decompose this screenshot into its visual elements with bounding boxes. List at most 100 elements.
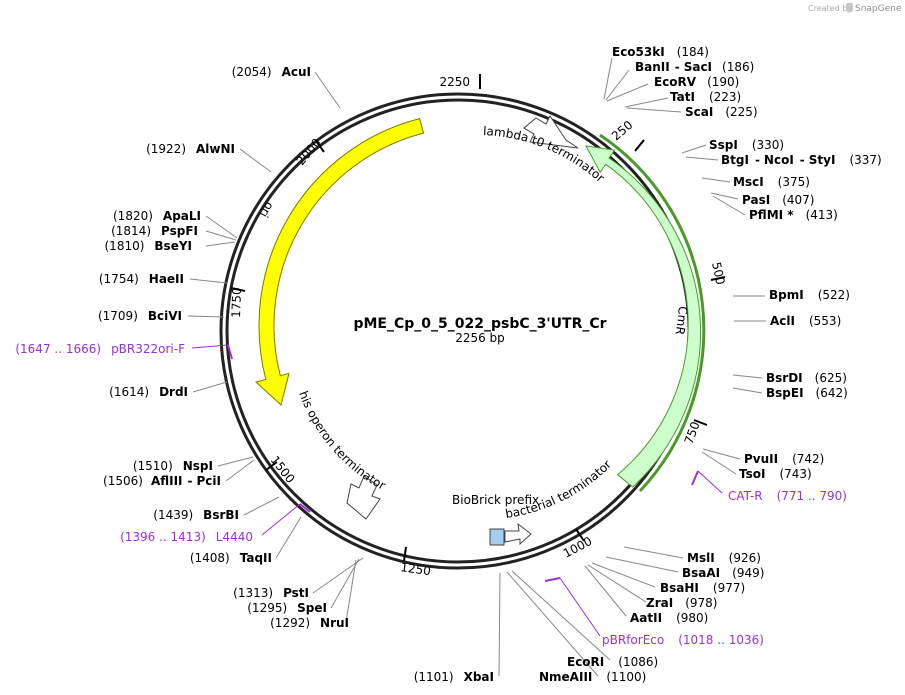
site-label[interactable]: SspI(330) (709, 138, 784, 152)
site-label[interactable]: PvuII(742) (744, 452, 824, 466)
site-label[interactable]: (1295)SpeI (247, 601, 327, 615)
site-label[interactable]: BsaHI(977) (660, 581, 745, 595)
site-label[interactable]: MscI(375) (733, 175, 810, 189)
site-label[interactable]: (1820)ApaLI (113, 209, 201, 223)
site-label[interactable]: PasI(407) (742, 193, 814, 207)
site-label[interactable]: (1506)AflIII-PciI (103, 474, 221, 488)
site-label[interactable]: (1754)HaeII (99, 272, 184, 286)
site-label[interactable]: BsaAI(949) (682, 566, 764, 580)
primer-connector (191, 344, 229, 349)
site-label[interactable]: BanII-SacI(186) (635, 60, 754, 74)
tick-mark (693, 419, 708, 426)
site-label[interactable]: (1510)NspI (133, 459, 213, 473)
primer-marker-l4440 (299, 503, 311, 513)
site-label[interactable]: NmeAIII(1100) (539, 670, 646, 684)
site-label[interactable]: (1292)NruI (270, 616, 349, 630)
site-label[interactable]: AclI(553) (770, 314, 841, 328)
site-connector (205, 215, 238, 239)
site-connector (345, 559, 357, 623)
site-label[interactable]: ScaI(225) (685, 105, 758, 119)
site-label[interactable]: (1101)XbaI (414, 670, 494, 684)
site-connector (624, 97, 669, 108)
site-connector (192, 381, 228, 393)
bacterial-terminator-arrow[interactable] (504, 522, 532, 546)
site-connector (189, 278, 228, 284)
site-connector (605, 556, 679, 573)
tick-marks (230, 74, 726, 562)
lambda-t0-terminator-arrow[interactable] (523, 115, 579, 149)
credit-prefix: Created by (808, 4, 852, 13)
tick-mark (403, 546, 407, 562)
biobrick-prefix-box[interactable] (489, 528, 505, 546)
site-label[interactable]: (1408)TaqII (190, 551, 272, 565)
primer-labels: (1647 .. 1666)pBR322ori-F CAT-R(771 .. 7… (15, 342, 847, 647)
site-connector (681, 144, 707, 154)
site-connector (330, 558, 360, 609)
biobrick-prefix-label: BioBrick prefix (452, 493, 539, 507)
site-label[interactable]: (1810)BseYI (105, 239, 193, 253)
site-label[interactable]: Eco53kI(184) (612, 45, 709, 59)
site-label[interactable]: EcoRI(1086) (567, 655, 658, 669)
snapgene-logo-icon (846, 3, 853, 12)
primer-marker-pbrforeco (544, 577, 561, 582)
tick-mark (265, 461, 278, 471)
site-label[interactable]: AatII(980) (630, 611, 708, 625)
tick-mark (575, 528, 585, 542)
primer-connector (261, 503, 301, 536)
site-label[interactable]: ZraI(978) (646, 596, 717, 610)
primer-label[interactable]: pBRforEco(1018 .. 1036) (602, 633, 764, 647)
tick-label: 2250 (439, 75, 470, 89)
site-label[interactable]: (1922)AlwNI (146, 142, 235, 156)
site-labels-right: Eco53kI(184) BanII-SacI(186) EcoRV(190) … (539, 45, 882, 684)
site-connector (511, 570, 611, 661)
site-connector (275, 516, 302, 559)
site-label[interactable]: EcoRV(190) (654, 75, 739, 89)
site-label[interactable]: (1439)BsrBI (153, 508, 239, 522)
cmr-feature-arrow[interactable] (585, 145, 702, 488)
site-label[interactable]: BsrDI(625) (766, 371, 847, 385)
cmr-outline-arc (599, 133, 706, 493)
his-operon-terminator-arrow[interactable] (346, 475, 381, 520)
tick-label: 500 (709, 261, 727, 286)
site-connector-lines (187, 57, 766, 677)
site-connector (587, 564, 647, 603)
site-connector (584, 565, 627, 617)
site-label[interactable]: PflMI *(413) (749, 208, 838, 222)
plasmid-size: 2256 bp (455, 331, 505, 345)
tick-mark (710, 276, 726, 281)
site-label[interactable]: (2054)AcuI (232, 65, 311, 79)
site-connector (701, 177, 731, 183)
primer-connector (697, 470, 723, 494)
ori-feature-arrow[interactable] (254, 117, 425, 406)
site-connector (506, 571, 599, 677)
site-connector (243, 496, 280, 516)
primer-label[interactable]: CAT-R(771 .. 790) (728, 489, 847, 503)
site-label[interactable]: MslI(926) (687, 551, 761, 565)
primer-label[interactable]: (1396 .. 1413)L4440 (120, 530, 253, 544)
site-connector (312, 557, 364, 594)
site-connector (732, 387, 763, 394)
site-connector (702, 448, 741, 460)
site-label[interactable]: TatI(223) (670, 90, 741, 104)
site-connector (239, 148, 272, 173)
site-connector (701, 451, 737, 475)
site-label[interactable]: (1313)PstI (233, 586, 309, 600)
primer-marker-cat-r (691, 470, 699, 486)
site-label[interactable]: TsoI(743) (739, 467, 812, 481)
site-connector (732, 374, 763, 379)
site-connector (626, 107, 682, 113)
site-connector (205, 241, 236, 247)
site-label[interactable]: (1614)DrdI (109, 385, 188, 399)
site-label[interactable]: (1814)PspFI (111, 224, 198, 238)
primer-label[interactable]: (1647 .. 1666)pBR322ori-F (15, 342, 185, 356)
tick-label: 1000 (561, 534, 595, 561)
site-label[interactable]: (1709)BciVI (98, 309, 182, 323)
primer-connector (559, 577, 601, 637)
site-label[interactable]: BspEI(642) (766, 386, 848, 400)
site-label[interactable]: BpmI(522) (769, 288, 850, 302)
site-label[interactable]: BtgI-NcoI-StyI(337) (721, 153, 882, 167)
site-labels-left: (2054)AcuI (1922)AlwNI (1820)ApaLI (1814… (98, 65, 494, 684)
snapgene-credit: Created by SnapGene (808, 3, 902, 14)
site-connector (712, 195, 746, 216)
